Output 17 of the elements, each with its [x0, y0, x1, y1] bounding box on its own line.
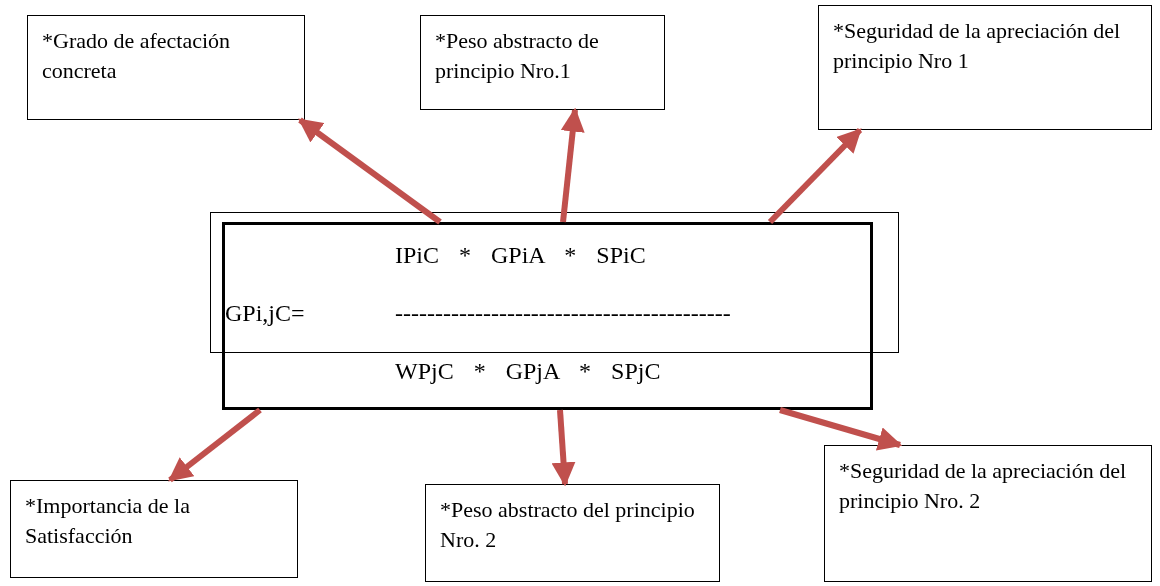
- formula-text: GPi,jC=: [225, 299, 305, 328]
- arrow: [767, 127, 863, 225]
- formula-text: IPiC * GPiA * SPiC: [395, 241, 646, 270]
- text-box: *Seguridad de la apreciación del principio Nro. 2: [824, 445, 1152, 582]
- text-box: *Peso abstracto del principio Nro. 2: [425, 484, 720, 582]
- formula-box: [222, 222, 873, 410]
- arrow: [779, 407, 903, 451]
- arrow: [168, 407, 262, 483]
- text-box: *Importancia de la Satisfacción: [10, 480, 298, 578]
- formula-text: WPjC * GPjA * SPjC: [395, 357, 661, 386]
- arrow: [551, 409, 576, 487]
- arrow: [298, 117, 442, 225]
- text-box: *Seguridad de la apreciación del principio Nro 1: [818, 5, 1152, 130]
- formula-text: ------------------------------------------: [395, 299, 731, 328]
- arrow: [560, 107, 585, 223]
- text-box: *Peso abstracto de principio Nro.1: [420, 15, 665, 110]
- text-box: *Grado de afectación concreta: [27, 15, 305, 120]
